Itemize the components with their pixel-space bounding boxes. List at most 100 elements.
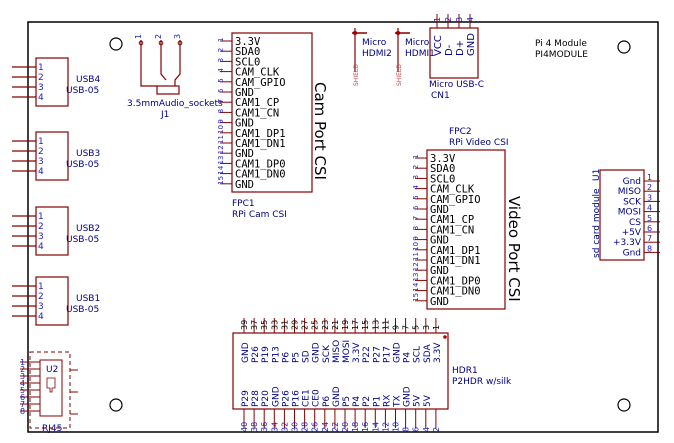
- connector-signal-label: SDA0: [430, 163, 455, 175]
- header-top-signal: P27: [372, 346, 382, 363]
- usbc-pin-number: 1: [433, 17, 442, 22]
- connector-pin-number: 4: [217, 68, 225, 73]
- connector-signal-label: CAM1_CP: [235, 97, 279, 109]
- header-bottom-signal: GND: [332, 386, 342, 407]
- mounting-hole-bottom-right: [617, 398, 631, 412]
- hdmi-name: Micro: [362, 38, 387, 48]
- header-bottom-signal: GND: [271, 386, 281, 407]
- connector-signal-label: CAM1_DN1: [235, 138, 286, 150]
- usbc-pin-number: 4: [466, 17, 475, 22]
- header-bottom-signal: P20: [261, 390, 271, 407]
- connector-pin-number: 3: [412, 175, 420, 179]
- connector-pin-number: 4: [412, 185, 420, 190]
- audio-pin-number: 2: [154, 34, 163, 39]
- header-bottom-pin-number: 34: [270, 422, 279, 432]
- connector-signal-label: GND: [235, 118, 254, 130]
- usb-connectors: 1234USB4USB-051234USB3USB-051234USB2USB-…: [12, 57, 100, 326]
- header-bottom-signal: P2: [362, 396, 372, 407]
- usbc-signal-label: D-: [444, 44, 455, 56]
- connector-signal-label: GND: [430, 204, 449, 216]
- usb-body: [35, 206, 69, 256]
- header-top-pin-number: 13: [371, 320, 380, 330]
- header-top-pin-number: 3: [422, 325, 431, 330]
- connector-pin-number: 1: [217, 38, 225, 42]
- connector-signal-label: GND: [430, 296, 449, 308]
- header-ref: HDR1: [452, 366, 478, 376]
- header-top-pin-number: 37: [250, 320, 259, 330]
- connector-pin-number: 14: [217, 165, 225, 174]
- header-bottom-pin-number: 10: [392, 422, 401, 432]
- sd-pin-number: 7: [647, 234, 652, 243]
- connector-pin-number: 2: [412, 165, 420, 169]
- connector-pin-number: 12: [217, 145, 225, 154]
- connector-pin-number: 15: [217, 176, 225, 185]
- audio-body-lines: [140, 52, 181, 87]
- hdmi-name: Micro: [405, 38, 430, 48]
- header-top-signal: GND: [312, 342, 322, 363]
- connector-signal-label: CAM1_DP0: [430, 275, 481, 287]
- header-top-pin-number: 31: [280, 320, 289, 330]
- connector-pin-number: 15: [412, 293, 420, 302]
- connector-signal-label: CAM1_DP1: [430, 245, 481, 257]
- usb-pin-number: 1: [38, 63, 44, 73]
- audio-ref: J1: [160, 110, 169, 120]
- sd-pin-number: 5: [647, 214, 652, 223]
- connector-signal-label: CAM1_DP0: [235, 158, 286, 170]
- header-top-pin-number: 35: [260, 320, 269, 330]
- connector-signal-label: CAM1_DN0: [430, 286, 481, 298]
- usb-pin-number: 4: [38, 167, 44, 177]
- header-top-pin-number: 27: [301, 320, 310, 330]
- header-pin1-marker: [443, 335, 447, 339]
- header-top-pin-number: 33: [270, 320, 279, 330]
- header-bottom-pin-number: 2: [432, 427, 441, 432]
- header-bottom-pin-number: 20: [341, 422, 350, 432]
- sd-pin-number: 3: [647, 193, 652, 202]
- connector-pin-number: 10: [412, 242, 420, 251]
- header-bottom-signal: P26: [281, 390, 291, 407]
- connector-part: RPi Video CSI: [449, 138, 509, 148]
- header-top-signal: SDA: [423, 344, 433, 363]
- header-bottom-pin-number: 16: [361, 422, 370, 432]
- rj45-pin-number: 1: [20, 358, 25, 367]
- sd-signal-label: +3.3V: [613, 238, 642, 248]
- connector-pin-number: 1: [412, 155, 420, 159]
- usb-pin-number: 3: [38, 232, 44, 242]
- header-bottom-signal: P1: [372, 396, 382, 407]
- header-top-pin-number: 11: [381, 320, 390, 330]
- header-bottom-signal: P16: [292, 390, 302, 407]
- sd-signal-label: MOSI: [618, 208, 641, 218]
- connector-pin-number: 14: [412, 282, 420, 291]
- connector-signal-label: CAM1_DN0: [235, 169, 286, 181]
- usb-ref-label: USB1: [76, 294, 100, 304]
- header-top-signal: SD: [302, 350, 312, 363]
- usb-ref-label: USB2: [76, 224, 100, 234]
- connector-signal-label: 3.3V: [430, 153, 456, 165]
- header-bottom-pin-number: 12: [381, 422, 390, 432]
- module-ref: PI4MODULE: [535, 50, 588, 60]
- header-top-signal: GND: [241, 342, 251, 363]
- usb-pin-number: 3: [38, 83, 44, 93]
- module-title: Pi 4 Module: [535, 39, 587, 49]
- header-bottom-pin-number: 4: [422, 427, 431, 432]
- header-bottom-signal: GND: [403, 386, 413, 407]
- hdmi-ref: HDMI1: [405, 49, 435, 59]
- header-top-signal: P4: [403, 352, 413, 363]
- connector-pin-number: 11: [217, 135, 225, 144]
- hdmi-shield-label: SHIELD: [396, 64, 403, 86]
- usb-pin-number: 3: [38, 302, 44, 312]
- header-bottom-pin-number: 36: [260, 422, 269, 432]
- connector-pin-number: 6: [217, 88, 225, 93]
- connector-signal-label: CAM1_CN: [430, 224, 474, 236]
- header-top-signal: SCK: [322, 344, 332, 363]
- header-bottom-pin-number: 28: [301, 422, 310, 432]
- header-bottom-pin-number: 14: [371, 422, 380, 432]
- rj45-body: [39, 359, 63, 417]
- usb-pin-number: 2: [38, 147, 44, 157]
